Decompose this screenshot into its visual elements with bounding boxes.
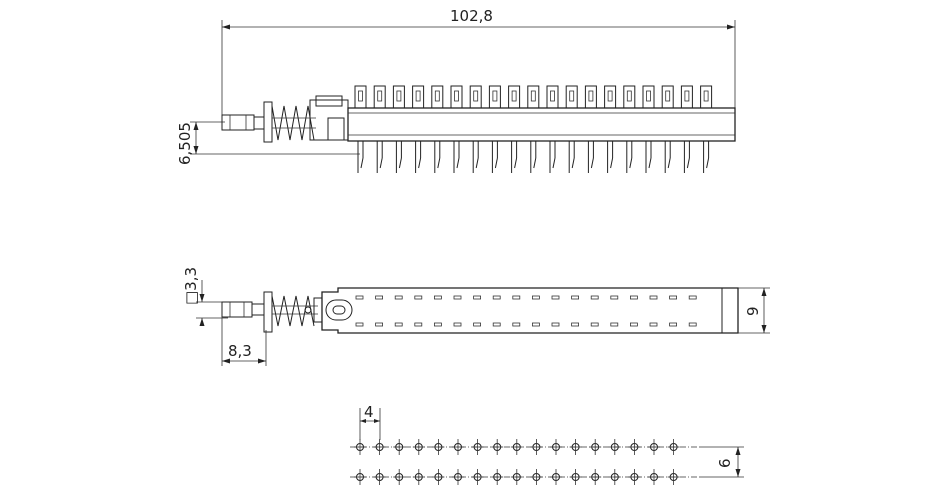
shaft-length-dimension: 8,3 [221,318,267,366]
footprint-hole [452,439,464,455]
shaft-square-dimension: □3,3 [182,267,228,326]
footprint-hole [491,469,504,485]
top-slot-pair [590,295,599,327]
footprint-hole [432,469,445,485]
top-slot-pair [375,295,384,327]
shaft-knob [221,114,265,131]
top-slot-pair [649,295,658,327]
footprint-hole [608,439,621,455]
footprint-hole [510,469,523,485]
footprint-hole [550,469,562,485]
footprint-hole [491,439,504,455]
top-slot-pair [453,295,462,327]
body-width-dimension: 9 [738,287,770,334]
footprint-hole [354,439,366,455]
top-view: □3,3 8,3 [182,267,770,366]
side-view: 102,8 6,505 [176,7,736,173]
footprint-hole [569,439,582,455]
side-terminal [469,85,482,173]
top-slot-pair [688,295,697,327]
side-offset-label: 6,505 [176,122,194,165]
side-terminal [546,85,559,173]
side-terminal [700,85,713,173]
side-terminal [431,85,444,173]
footprint-hole [354,469,366,485]
side-terminal [508,85,521,173]
side-terminal [527,85,540,173]
row-spacing-label: 6 [716,458,734,468]
side-terminal [623,85,636,173]
side-terminal [488,85,501,173]
top-slot-pair [571,295,579,327]
side-terminal [661,85,674,173]
footprint-hole [648,469,660,485]
footprint-hole [393,469,406,485]
top-slot-pair [355,295,364,327]
pitch-label: 4 [364,403,374,421]
footprint-hole [589,469,602,485]
top-slot-pair [630,295,638,327]
top-slot-pair [669,295,677,327]
footprint-hole [628,439,641,455]
top-slot-pair [610,295,619,327]
footprint-hole [412,469,425,485]
side-terminal [565,85,578,173]
top-slot-pair [394,295,403,327]
side-terminal [642,85,655,173]
top-slot-pair [473,295,482,327]
footprint-hole [393,439,406,455]
side-terminal [412,85,425,173]
shaft-length-label: 8,3 [228,342,252,360]
footprint-holes [354,439,680,485]
side-offset-dimension: 6,505 [176,121,360,165]
top-slot-pair [512,295,521,327]
footprint-hole [471,469,484,485]
footprint-hole [530,469,543,485]
row-spacing-dimension: 6 [700,446,744,478]
footprint-view: 4 6 [350,403,744,485]
flange [263,101,273,143]
spring [271,105,315,141]
side-terminal [392,85,405,173]
shaft-square-label: □3,3 [182,267,200,305]
side-terminal [680,85,693,173]
top-slot-pair [492,295,501,327]
footprint-hole [530,439,543,455]
footprint-hole [471,439,484,455]
top-slot-pair [532,295,540,327]
footprint-hole [569,469,582,485]
footprint-hole [608,469,621,485]
footprint-hole [510,439,523,455]
top-slot-pair [414,295,423,327]
footprint-hole [628,469,641,485]
side-terminal [354,85,367,173]
side-terminal [450,85,463,173]
pitch-dimension: 4 [359,403,381,440]
top-slot-pair [551,295,560,327]
overall-length-dimension: 102,8 [221,7,736,115]
footprint-hole [667,439,680,455]
footprint-hole [373,469,386,485]
side-terminal [604,85,617,173]
footprint-hole [412,439,425,455]
footprint-hole [452,469,464,485]
footprint-hole [432,439,445,455]
footprint-hole [550,439,562,455]
side-terminal [584,85,597,173]
body-bar [347,107,736,142]
side-terminal [373,85,386,173]
overall-length-label: 102,8 [450,7,493,25]
side-terminals [354,85,713,173]
footprint-hole [667,469,680,485]
top-slot-pair [433,295,442,327]
top-slots [355,295,697,327]
body-width-label: 9 [744,306,762,316]
footprint-hole [648,439,660,455]
footprint-hole [373,439,386,455]
footprint-hole [589,439,602,455]
